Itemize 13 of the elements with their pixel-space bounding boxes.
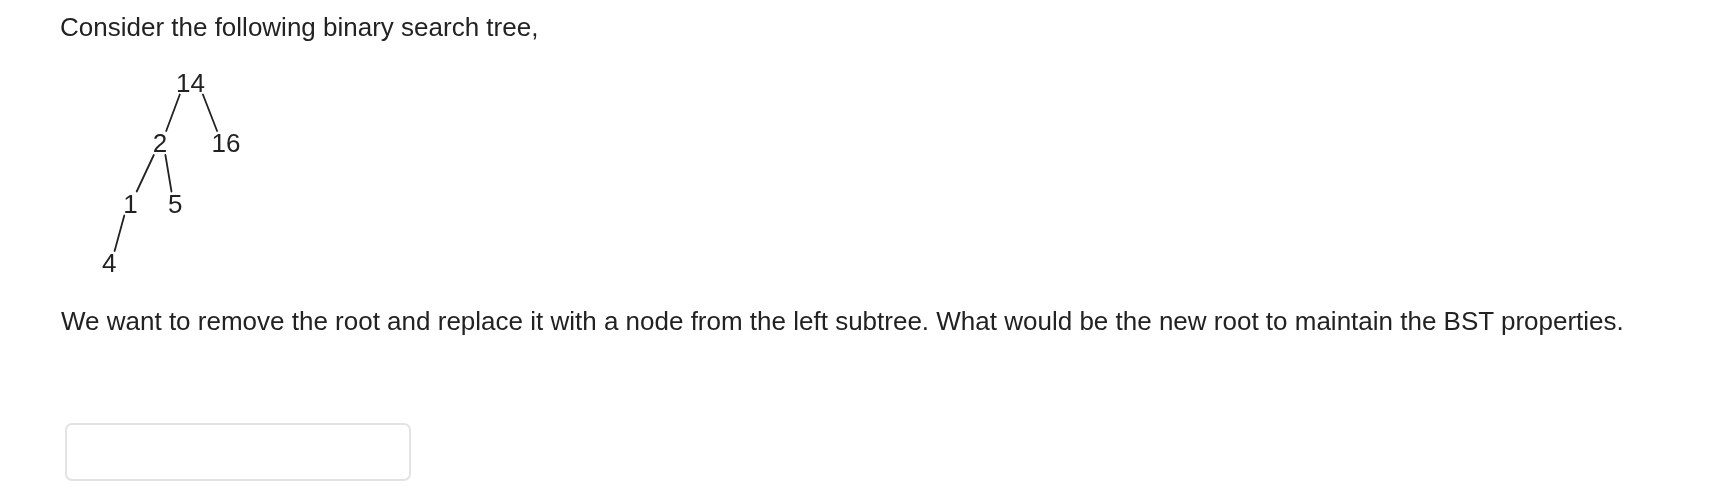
- prompt-text: Consider the following binary search tree,: [60, 12, 539, 42]
- node-value: 2: [152, 131, 168, 155]
- node-value: 16: [211, 131, 241, 155]
- branch-line: [164, 154, 173, 193]
- node-value: 14: [176, 70, 205, 95]
- branch-line: [165, 93, 181, 132]
- branch-line: [202, 93, 218, 132]
- node-value: 5: [168, 191, 183, 216]
- branch-line: [113, 214, 126, 252]
- question-text: We want to remove the root and replace it with a node from the left subtree. What would be the new root to maintain the BST properties.: [61, 306, 1624, 336]
- branch-line: [135, 154, 155, 193]
- node-value: 1: [123, 191, 138, 216]
- node-value: 4: [102, 251, 117, 275]
